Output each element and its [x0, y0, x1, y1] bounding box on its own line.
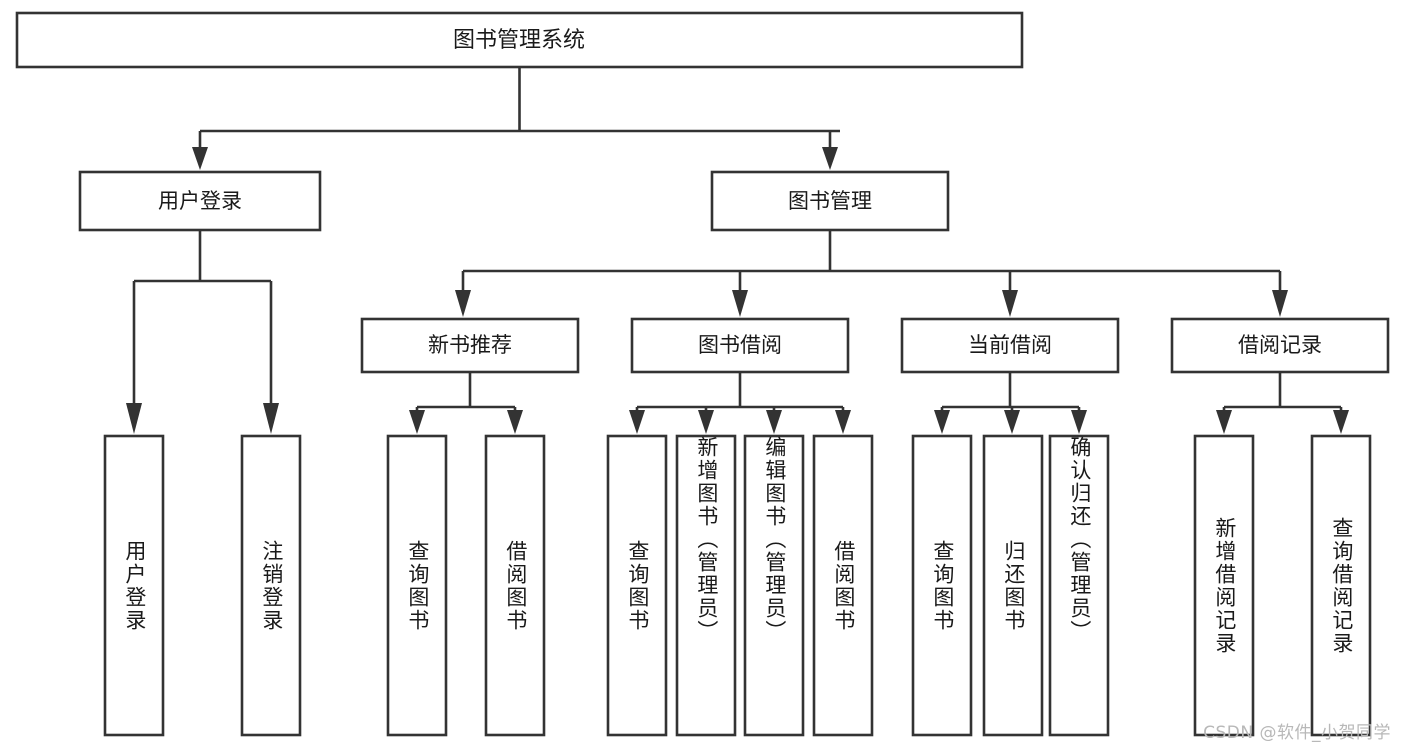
arrow-to-user-login-icon: [192, 147, 208, 170]
leaf-box-layer: [103, 434, 1372, 737]
node-borrow-record-label: 借阅记录: [1238, 333, 1322, 357]
node-borrow-record-box[interactable]: [1170, 317, 1390, 374]
arrow-to-book-manage-icon: [822, 147, 838, 170]
arrow-to-current-borrow-icon: [1002, 290, 1018, 317]
node-book-management-box[interactable]: [710, 170, 950, 232]
node-book-borrow-box[interactable]: [630, 317, 850, 374]
node-book-management-label: 图书管理: [788, 189, 872, 213]
arrow-leaf-add-book-icon: [698, 410, 714, 434]
leaf-box-return-book[interactable]: [982, 434, 1044, 737]
node-new-book-recommend[interactable]: 新书推荐: [360, 317, 580, 374]
arrow-to-new-book-rec-icon: [455, 290, 471, 317]
arrow-to-book-borrow-icon: [732, 290, 748, 317]
leaf-box-query-book-b[interactable]: [606, 434, 668, 737]
node-new-book-recommend-label: 新书推荐: [428, 333, 512, 357]
arrow-leaf-add-record-icon: [1216, 410, 1232, 434]
arrow-leaf-query-book-c-icon: [934, 410, 950, 434]
leaf-box-confirm-return[interactable]: [1048, 434, 1110, 737]
leaf-box-add-book[interactable]: [675, 434, 737, 737]
leaf-box-borrow-book-a[interactable]: [484, 434, 546, 737]
node-book-management[interactable]: 图书管理: [710, 170, 950, 232]
leaf-box-edit-book[interactable]: [743, 434, 805, 737]
leaf-box-query-book-c[interactable]: [911, 434, 973, 737]
node-root[interactable]: 图书管理系统: [15, 11, 1024, 69]
connector-layer: [126, 67, 1349, 434]
leaf-box-add-record[interactable]: [1193, 434, 1255, 737]
leaf-box-user-login[interactable]: [103, 434, 165, 737]
leaf-box-query-book-a[interactable]: [386, 434, 448, 737]
watermark-text: CSDN @软件_小贺同学: [1203, 723, 1391, 743]
leaf-box-query-record[interactable]: [1310, 434, 1372, 737]
arrow-leaf-logout-icon: [263, 403, 279, 434]
arrow-leaf-borrow-book-a-icon: [507, 410, 523, 434]
arrow-leaf-query-book-b-icon: [629, 410, 645, 434]
node-book-borrow[interactable]: 图书借阅: [630, 317, 850, 374]
arrow-leaf-borrow-book-b-icon: [835, 410, 851, 434]
arrow-leaf-confirm-return-icon: [1071, 410, 1087, 434]
node-book-borrow-label: 图书借阅: [698, 333, 782, 357]
leaf-box-borrow-book-b[interactable]: [812, 434, 874, 737]
leaf-box-logout[interactable]: [240, 434, 302, 737]
node-root-label: 图书管理系统: [453, 28, 585, 53]
arrow-leaf-edit-book-icon: [766, 410, 782, 434]
arrow-leaf-query-book-a-icon: [409, 410, 425, 434]
node-current-borrow-box[interactable]: [900, 317, 1120, 374]
node-new-book-recommend-box[interactable]: [360, 317, 580, 374]
node-root-box[interactable]: [15, 11, 1024, 69]
arrow-to-borrow-record-icon: [1272, 290, 1288, 317]
node-borrow-record[interactable]: 借阅记录: [1170, 317, 1390, 374]
node-current-borrow[interactable]: 当前借阅: [900, 317, 1120, 374]
node-user-login-box[interactable]: [78, 170, 322, 232]
arrow-leaf-user-login-icon: [126, 403, 142, 434]
node-current-borrow-label: 当前借阅: [968, 333, 1052, 357]
node-user-login[interactable]: 用户登录: [78, 170, 322, 232]
node-user-login-label: 用户登录: [158, 189, 242, 213]
arrow-leaf-return-book-icon: [1004, 410, 1020, 434]
arrow-leaf-query-record-icon: [1333, 410, 1349, 434]
